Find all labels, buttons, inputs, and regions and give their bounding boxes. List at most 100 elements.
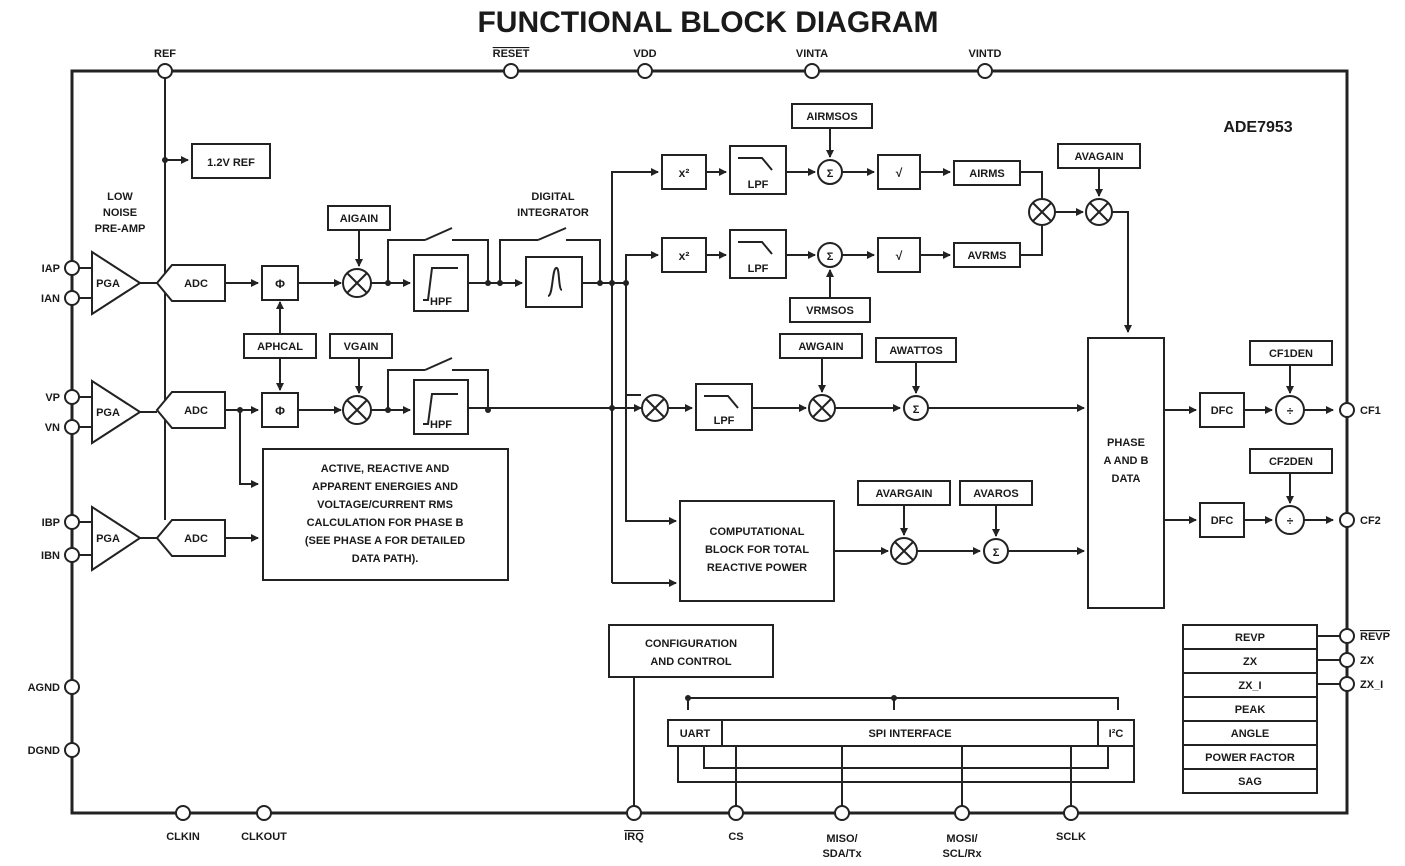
svg-text:DATA PATH).: DATA PATH). bbox=[352, 553, 419, 565]
pin-miso: MISO/ SDA/Tx bbox=[822, 805, 862, 860]
vgain-register: VGAIN bbox=[329, 333, 393, 359]
svg-text:VOLTAGE/CURRENT RMS: VOLTAGE/CURRENT RMS bbox=[317, 499, 453, 511]
status-peak: PEAK bbox=[1235, 704, 1266, 716]
pin-clkin-label: CLKIN bbox=[166, 831, 200, 843]
pin-zx: ZX bbox=[1339, 652, 1375, 668]
config-block: CONFIGURATION AND CONTROL bbox=[608, 624, 774, 678]
svg-text:AWGAIN: AWGAIN bbox=[798, 341, 843, 353]
svg-text:HPF: HPF bbox=[430, 296, 452, 308]
svg-text:PRE-AMP: PRE-AMP bbox=[95, 223, 146, 235]
pin-sclk: SCLK bbox=[1056, 805, 1086, 843]
adc-voltage-label: ADC bbox=[184, 405, 208, 417]
svg-text:Φ: Φ bbox=[275, 404, 285, 418]
pin-ibn-label: IBN bbox=[41, 550, 60, 562]
integrator-label: DIGITAL INTEGRATOR bbox=[517, 191, 589, 219]
svg-text:CONFIGURATION: CONFIGURATION bbox=[645, 638, 737, 650]
pin-vinta: VINTA bbox=[796, 48, 828, 79]
pga-current-b-label: PGA bbox=[96, 533, 120, 545]
pin-agnd-label: AGND bbox=[28, 682, 60, 694]
svg-text:DIGITAL: DIGITAL bbox=[531, 191, 574, 203]
svg-text:INTEGRATOR: INTEGRATOR bbox=[517, 207, 589, 219]
chip-outline bbox=[70, 69, 1349, 815]
avagain-register: AVAGAIN bbox=[1057, 143, 1141, 169]
avargain-mult bbox=[890, 537, 918, 565]
pin-irq: IRQ bbox=[624, 805, 644, 843]
status-revp: REVP bbox=[1235, 632, 1265, 644]
avaros-adder: Σ bbox=[983, 538, 1009, 564]
adc-voltage: ADC bbox=[140, 391, 226, 429]
awattos-adder: Σ bbox=[903, 395, 929, 421]
pga-current-a: PGA bbox=[79, 250, 142, 316]
svg-text:VGAIN: VGAIN bbox=[344, 341, 379, 353]
pin-cs-label: CS bbox=[728, 831, 743, 843]
pin-cf1: CF1 bbox=[1339, 402, 1381, 418]
square-voltage: x² bbox=[661, 237, 707, 273]
spi-label: SPI INTERFACE bbox=[868, 728, 951, 740]
pin-sclk-label: SCLK bbox=[1056, 831, 1086, 843]
pga-current-a-label: PGA bbox=[96, 278, 120, 290]
aigain-mult bbox=[342, 268, 372, 298]
lpf-power: LPF bbox=[695, 383, 753, 431]
svg-text:VRMSOS: VRMSOS bbox=[806, 305, 854, 317]
pin-ian: IAN bbox=[41, 290, 80, 306]
ref-block-label: 1.2V REF bbox=[207, 157, 255, 169]
status-zx: ZX bbox=[1243, 656, 1258, 668]
pin-mosi-label-2: SCL/Rx bbox=[942, 848, 982, 860]
pin-ref-label: REF bbox=[154, 48, 176, 60]
pga-voltage-label: PGA bbox=[96, 407, 120, 419]
svg-text:LPF: LPF bbox=[714, 415, 735, 427]
aphcal-register: APHCAL bbox=[243, 333, 317, 359]
avargain-register: AVARGAIN bbox=[857, 480, 951, 506]
svg-text:Φ: Φ bbox=[275, 277, 285, 291]
awgain-mult bbox=[808, 394, 836, 422]
sqrt-voltage: √ bbox=[877, 237, 921, 273]
pga-current-b: PGA bbox=[79, 505, 142, 572]
pin-revp-label: REVP bbox=[1360, 631, 1390, 643]
svg-text:REACTIVE POWER: REACTIVE POWER bbox=[707, 562, 807, 574]
pin-ref: REF bbox=[154, 48, 176, 79]
svg-text:AND CONTROL: AND CONTROL bbox=[650, 656, 732, 668]
square-current: x² bbox=[661, 154, 707, 190]
pin-vintd-label: VINTD bbox=[969, 48, 1002, 60]
cf2-divider: ÷ bbox=[1275, 505, 1305, 535]
pin-zx-label: ZX bbox=[1360, 655, 1375, 667]
uart-label: UART bbox=[680, 728, 711, 740]
svg-text:(SEE PHASE A FOR DETAILED: (SEE PHASE A FOR DETAILED bbox=[305, 535, 465, 547]
svg-text:Σ: Σ bbox=[827, 168, 834, 180]
pin-vn-label: VN bbox=[45, 422, 60, 434]
diagram-title: FUNCTIONAL BLOCK DIAGRAM bbox=[477, 6, 938, 39]
svg-text:AIRMSOS: AIRMSOS bbox=[806, 111, 857, 123]
svg-text:AVAROS: AVAROS bbox=[973, 488, 1018, 500]
aigain-register: AIGAIN bbox=[327, 205, 391, 231]
pin-zx-i: ZX_I bbox=[1339, 676, 1383, 692]
i2c-label: I²C bbox=[1109, 728, 1124, 740]
svg-text:APPARENT ENERGIES AND: APPARENT ENERGIES AND bbox=[312, 481, 458, 493]
pin-vdd-label: VDD bbox=[633, 48, 656, 60]
status-table: REVP ZX ZX_I PEAK ANGLE POWER FACTOR SAG bbox=[1182, 624, 1318, 794]
svg-text:CALCULATION FOR PHASE B: CALCULATION FOR PHASE B bbox=[307, 517, 464, 529]
svg-text:÷: ÷ bbox=[1287, 404, 1294, 418]
dfc-cf2: DFC bbox=[1199, 502, 1245, 538]
pin-ibp: IBP bbox=[42, 514, 80, 530]
pin-clkout-label: CLKOUT bbox=[241, 831, 287, 843]
svg-text:Σ: Σ bbox=[913, 404, 920, 416]
svg-text:Σ: Σ bbox=[993, 547, 1000, 559]
svg-text:COMPUTATIONAL: COMPUTATIONAL bbox=[710, 526, 805, 538]
preamp-label: LOW NOISE PRE-AMP bbox=[95, 191, 146, 235]
integrator-block bbox=[525, 256, 583, 308]
pin-ian-label: IAN bbox=[41, 293, 60, 305]
pin-revp: REVP bbox=[1339, 628, 1390, 644]
svg-text:AVAGAIN: AVAGAIN bbox=[1074, 151, 1123, 163]
pin-miso-label-2: SDA/Tx bbox=[822, 848, 862, 860]
adc-current-a-label: ADC bbox=[184, 278, 208, 290]
sqrt-current: √ bbox=[877, 154, 921, 190]
svg-text:BLOCK FOR TOTAL: BLOCK FOR TOTAL bbox=[705, 544, 809, 556]
pin-cf2: CF2 bbox=[1339, 512, 1381, 528]
avagain-mult bbox=[1085, 198, 1113, 226]
svg-text:x²: x² bbox=[679, 166, 690, 180]
pin-ibn: IBN bbox=[41, 547, 80, 563]
awattos-register: AWATTOS bbox=[875, 337, 957, 363]
ref-block: 1.2V REF bbox=[191, 143, 271, 179]
svg-text:AWATTOS: AWATTOS bbox=[889, 345, 942, 357]
